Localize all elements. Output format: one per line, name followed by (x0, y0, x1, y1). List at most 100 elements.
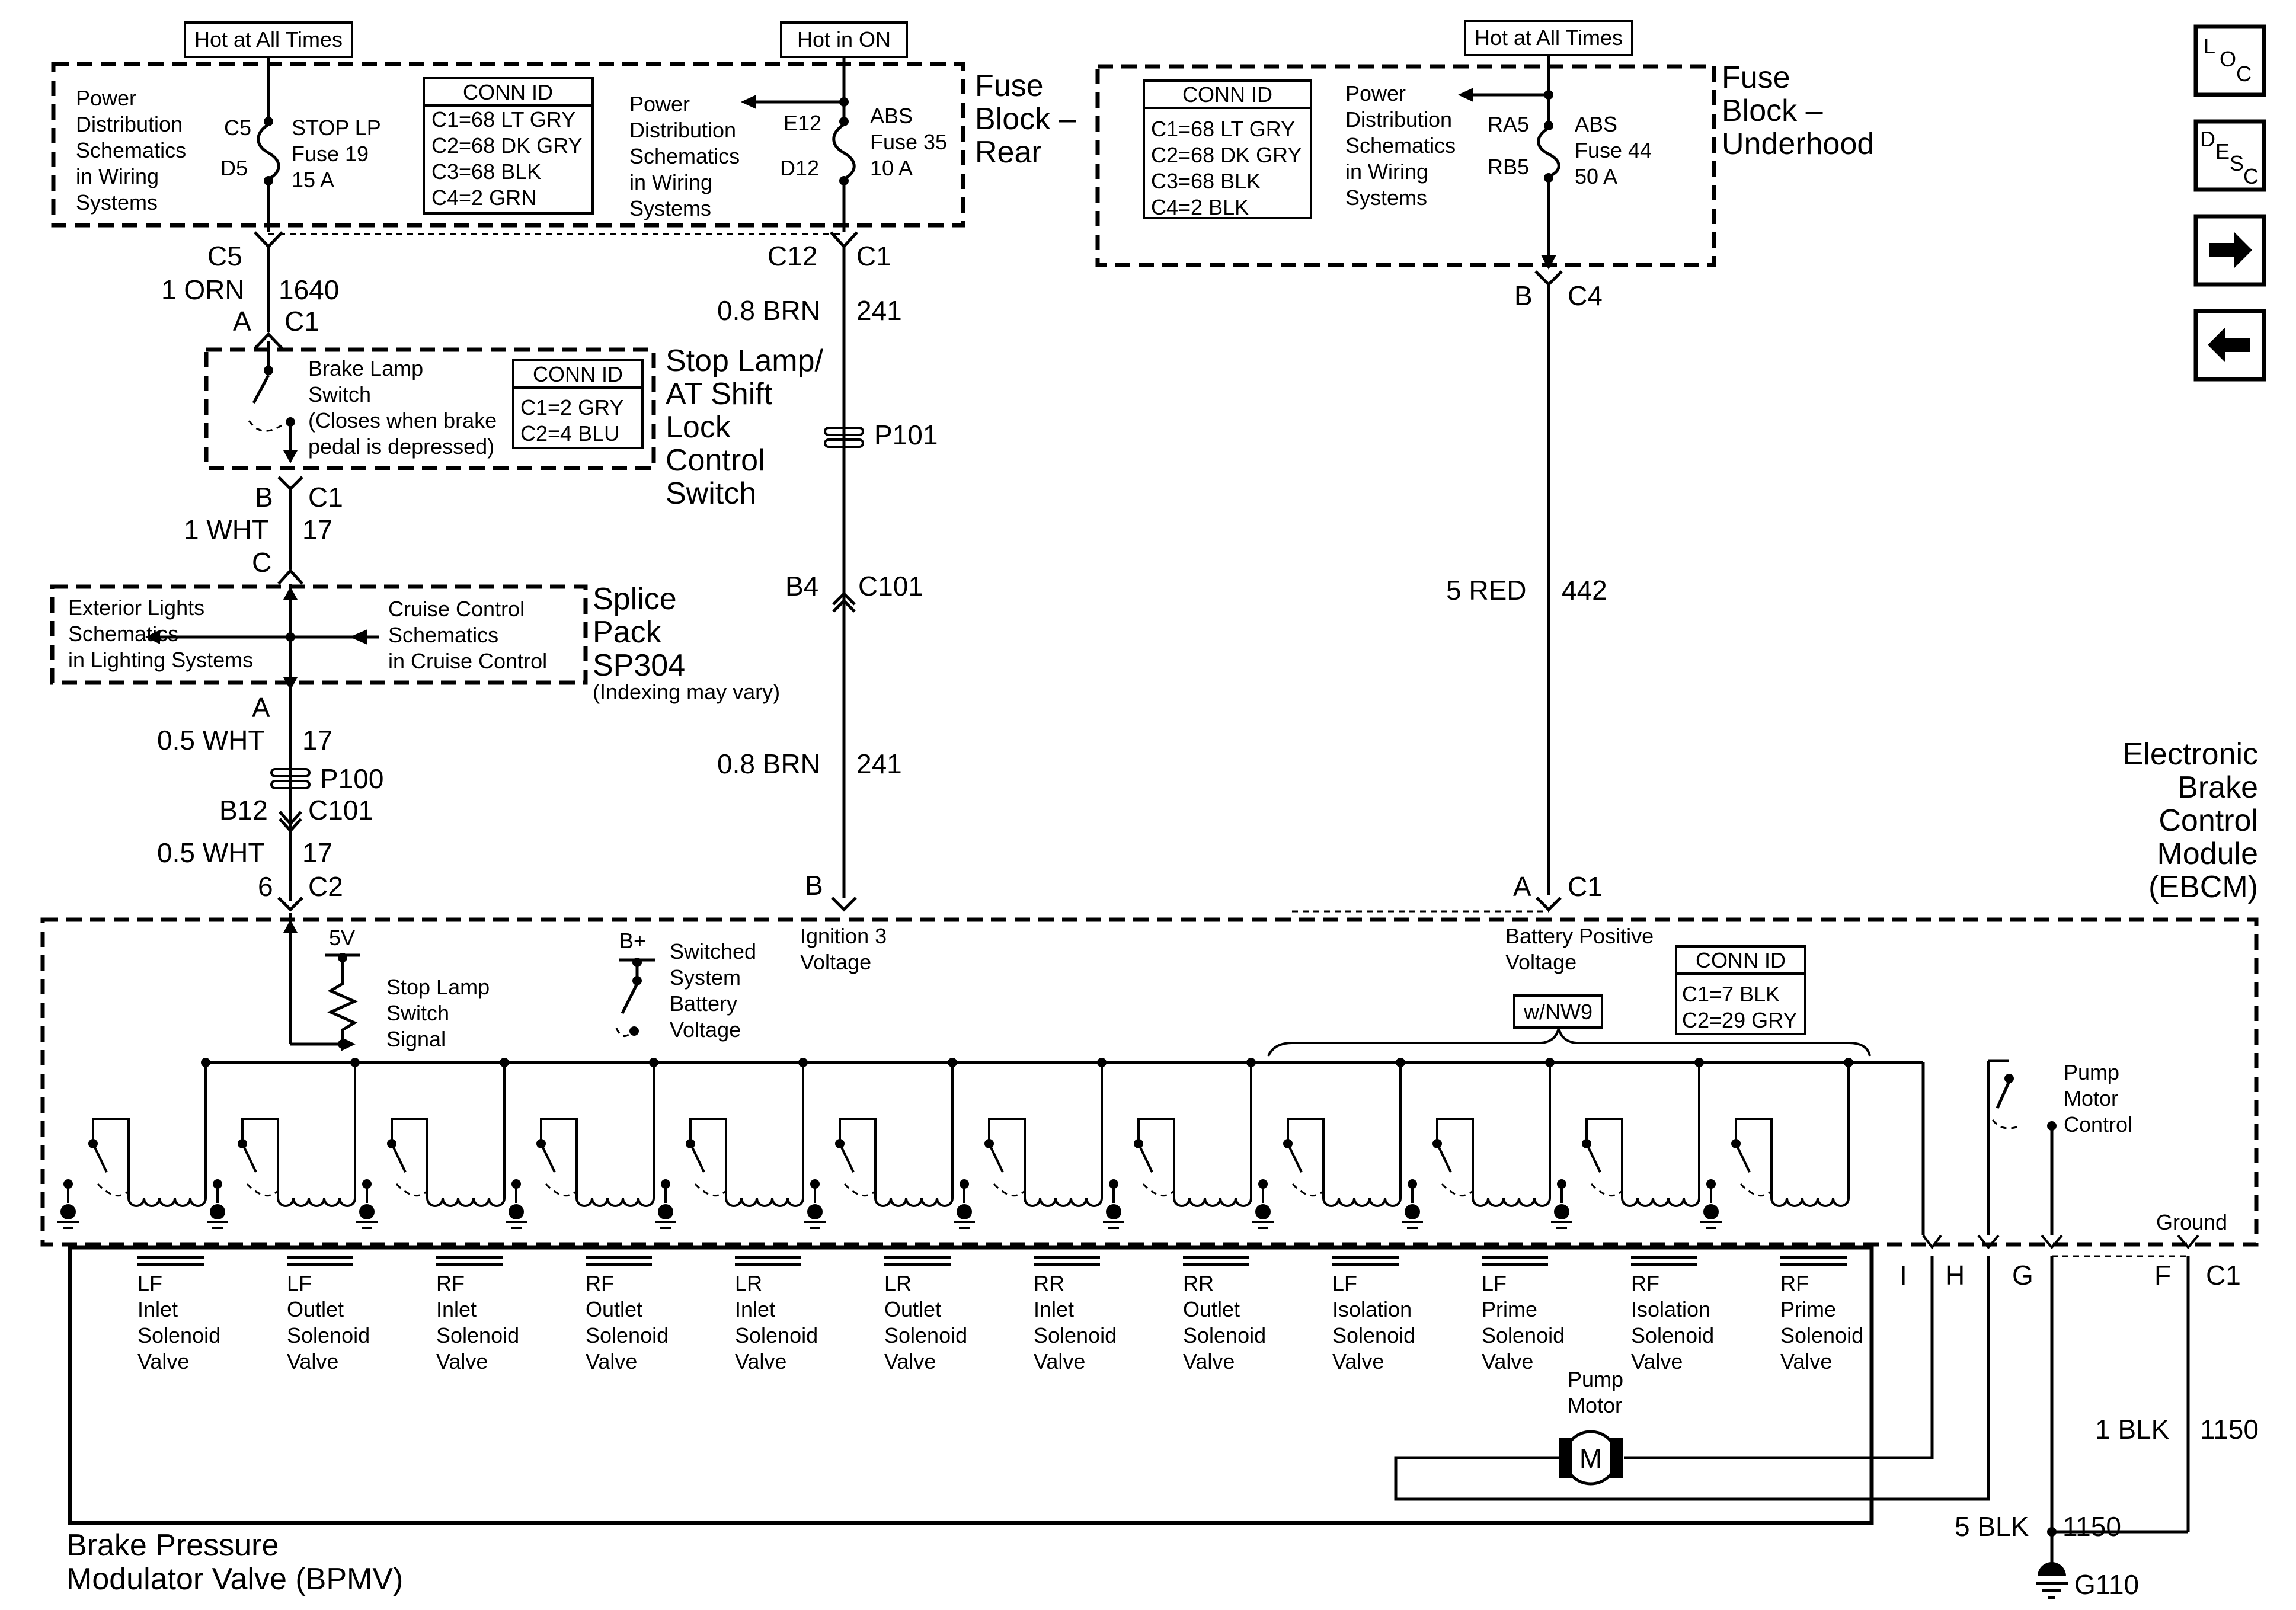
valve-text: Solenoid (1034, 1323, 1117, 1347)
valve-text: Valve (884, 1349, 936, 1374)
svg-text:Switch: Switch (308, 382, 371, 406)
svg-text:Pump: Pump (2064, 1060, 2119, 1084)
stop-lp-fuse: C5 D5 STOP LP Fuse 19 15 A (220, 70, 381, 232)
desc-button[interactable]: D E S C (2193, 119, 2266, 192)
svg-text:C: C (2243, 164, 2259, 188)
svg-text:SP304: SP304 (593, 648, 685, 683)
svg-text:(Indexing may vary): (Indexing may vary) (593, 680, 780, 704)
svg-text:Schematics: Schematics (629, 144, 740, 168)
valve-text: Outlet (287, 1297, 344, 1321)
svg-text:17: 17 (302, 837, 332, 868)
svg-text:CONN ID: CONN ID (463, 80, 553, 104)
svg-text:6: 6 (258, 871, 273, 902)
solenoid-driver-3 (356, 1058, 509, 1229)
svg-text:0.5 WHT: 0.5 WHT (157, 725, 264, 756)
svg-text:Motor: Motor (2064, 1086, 2118, 1110)
svg-text:D12: D12 (780, 156, 819, 180)
svg-text:Power: Power (76, 86, 136, 110)
svg-text:C1=68 LT GRY: C1=68 LT GRY (1151, 117, 1295, 141)
svg-text:Voltage: Voltage (670, 1017, 741, 1042)
hot-label-left: Hot at All Times (184, 21, 353, 70)
next-page-button[interactable] (2193, 214, 2266, 287)
svg-text:Fuse 35: Fuse 35 (870, 130, 947, 154)
prev-page-button[interactable] (2193, 309, 2266, 382)
valve-text: RR (1034, 1271, 1064, 1295)
svg-text:5V: 5V (329, 926, 355, 950)
svg-text:C1: C1 (284, 306, 319, 337)
svg-text:C101: C101 (308, 795, 373, 825)
valve-labels: LFInletSolenoidValveLFOutletSolenoidValv… (137, 1256, 1863, 1374)
svg-text:Signal: Signal (386, 1027, 446, 1051)
valve-text: RF (436, 1271, 465, 1295)
fuse-block-rear: Fuse Block – Rear Power Distribution Sch… (51, 62, 1076, 235)
svg-text:C2: C2 (308, 871, 343, 902)
valve-text: LF (137, 1271, 162, 1295)
splice-pack-sp304: Exterior Lights Schematics in Lighting S… (50, 582, 780, 704)
svg-text:C2=4 BLU: C2=4 BLU (520, 421, 619, 446)
svg-text:C5: C5 (207, 241, 242, 271)
valve-text: Outlet (586, 1297, 642, 1321)
svg-text:C2=68 DK GRY: C2=68 DK GRY (1151, 143, 1302, 167)
valve-text: Solenoid (1183, 1323, 1266, 1347)
valve-text: RF (1780, 1271, 1809, 1295)
svg-text:Block –: Block – (1722, 94, 1823, 128)
svg-text:C4=2 GRN: C4=2 GRN (431, 185, 536, 210)
svg-text:in Wiring: in Wiring (1345, 159, 1428, 184)
valve-text: RR (1183, 1271, 1214, 1295)
svg-text:Splice: Splice (593, 582, 677, 616)
pump-motor: Pump Motor M (1394, 1256, 1990, 1501)
svg-text:Fuse 19: Fuse 19 (292, 142, 369, 166)
svg-text:Ground: Ground (2156, 1210, 2227, 1234)
circuit-17-p100: A 0.5 WHT 17 P100 B12 C101 0.5 WHT 17 6 … (157, 692, 383, 912)
valve-text: Solenoid (1332, 1323, 1415, 1347)
svg-text:STOP LP: STOP LP (292, 116, 381, 140)
svg-text:17: 17 (302, 514, 332, 545)
svg-text:S: S (2230, 151, 2244, 175)
svg-text:Brake Lamp: Brake Lamp (308, 356, 423, 380)
conn-id-stop-lamp: CONN ID C1=2 GRY C2=4 BLU (512, 359, 644, 449)
stop-lamp-signal-input: 5V Stop Lamp Switch Signal (283, 913, 490, 1051)
svg-text:B: B (255, 482, 273, 513)
svg-text:G110: G110 (2074, 1569, 2139, 1600)
svg-text:I: I (1900, 1260, 1907, 1291)
nw9-option-label: w/NW9 (1267, 994, 1871, 1057)
abs-fuse-35: E12 D12 ABS Fuse 35 10 A (741, 70, 947, 232)
valve-text: Solenoid (884, 1323, 967, 1347)
svg-text:Schematics: Schematics (1345, 133, 1456, 158)
svg-text:Cruise Control: Cruise Control (388, 597, 525, 621)
valve-text: Inlet (1034, 1297, 1074, 1321)
svg-text:241: 241 (856, 295, 902, 326)
svg-text:1150: 1150 (2200, 1414, 2259, 1445)
svg-text:B12: B12 (219, 795, 268, 825)
svg-text:H: H (1945, 1260, 1965, 1291)
svg-text:Hot at All Times: Hot at All Times (194, 27, 343, 52)
svg-text:B4: B4 (785, 571, 818, 601)
svg-text:Switch: Switch (666, 476, 756, 511)
svg-text:1 WHT: 1 WHT (184, 514, 268, 545)
stop-lamp-switch: Brake Lamp Switch (Closes when brake ped… (204, 341, 823, 511)
svg-text:Distribution: Distribution (76, 112, 183, 136)
svg-text:Control: Control (2159, 804, 2258, 838)
svg-text:in Lighting Systems: in Lighting Systems (68, 648, 253, 672)
svg-text:0.8 BRN: 0.8 BRN (717, 748, 820, 779)
svg-text:C2=68 DK GRY: C2=68 DK GRY (431, 133, 582, 158)
splice-p100 (270, 768, 311, 789)
svg-text:w/NW9: w/NW9 (1523, 1000, 1593, 1024)
svg-text:Stop Lamp/: Stop Lamp/ (666, 344, 823, 378)
valve-text: Valve (1482, 1349, 1533, 1374)
svg-text:C1=7 BLK: C1=7 BLK (1682, 982, 1780, 1006)
loc-button[interactable]: L O C (2193, 24, 2266, 97)
svg-text:Rear: Rear (975, 135, 1042, 169)
svg-text:C1=2 GRY: C1=2 GRY (520, 395, 623, 420)
svg-text:Exterior Lights: Exterior Lights (68, 596, 204, 620)
svg-text:Battery Positive: Battery Positive (1505, 924, 1654, 948)
svg-text:Fuse: Fuse (975, 69, 1044, 103)
solenoid-driver-4 (506, 1058, 658, 1229)
svg-text:in Wiring: in Wiring (76, 164, 159, 188)
svg-text:D5: D5 (220, 156, 248, 180)
circuit-241-ignition: C12 C1 0.8 BRN 241 P101 B4 C101 0.8 BRN … (717, 231, 938, 912)
svg-text:Power: Power (1345, 81, 1406, 105)
